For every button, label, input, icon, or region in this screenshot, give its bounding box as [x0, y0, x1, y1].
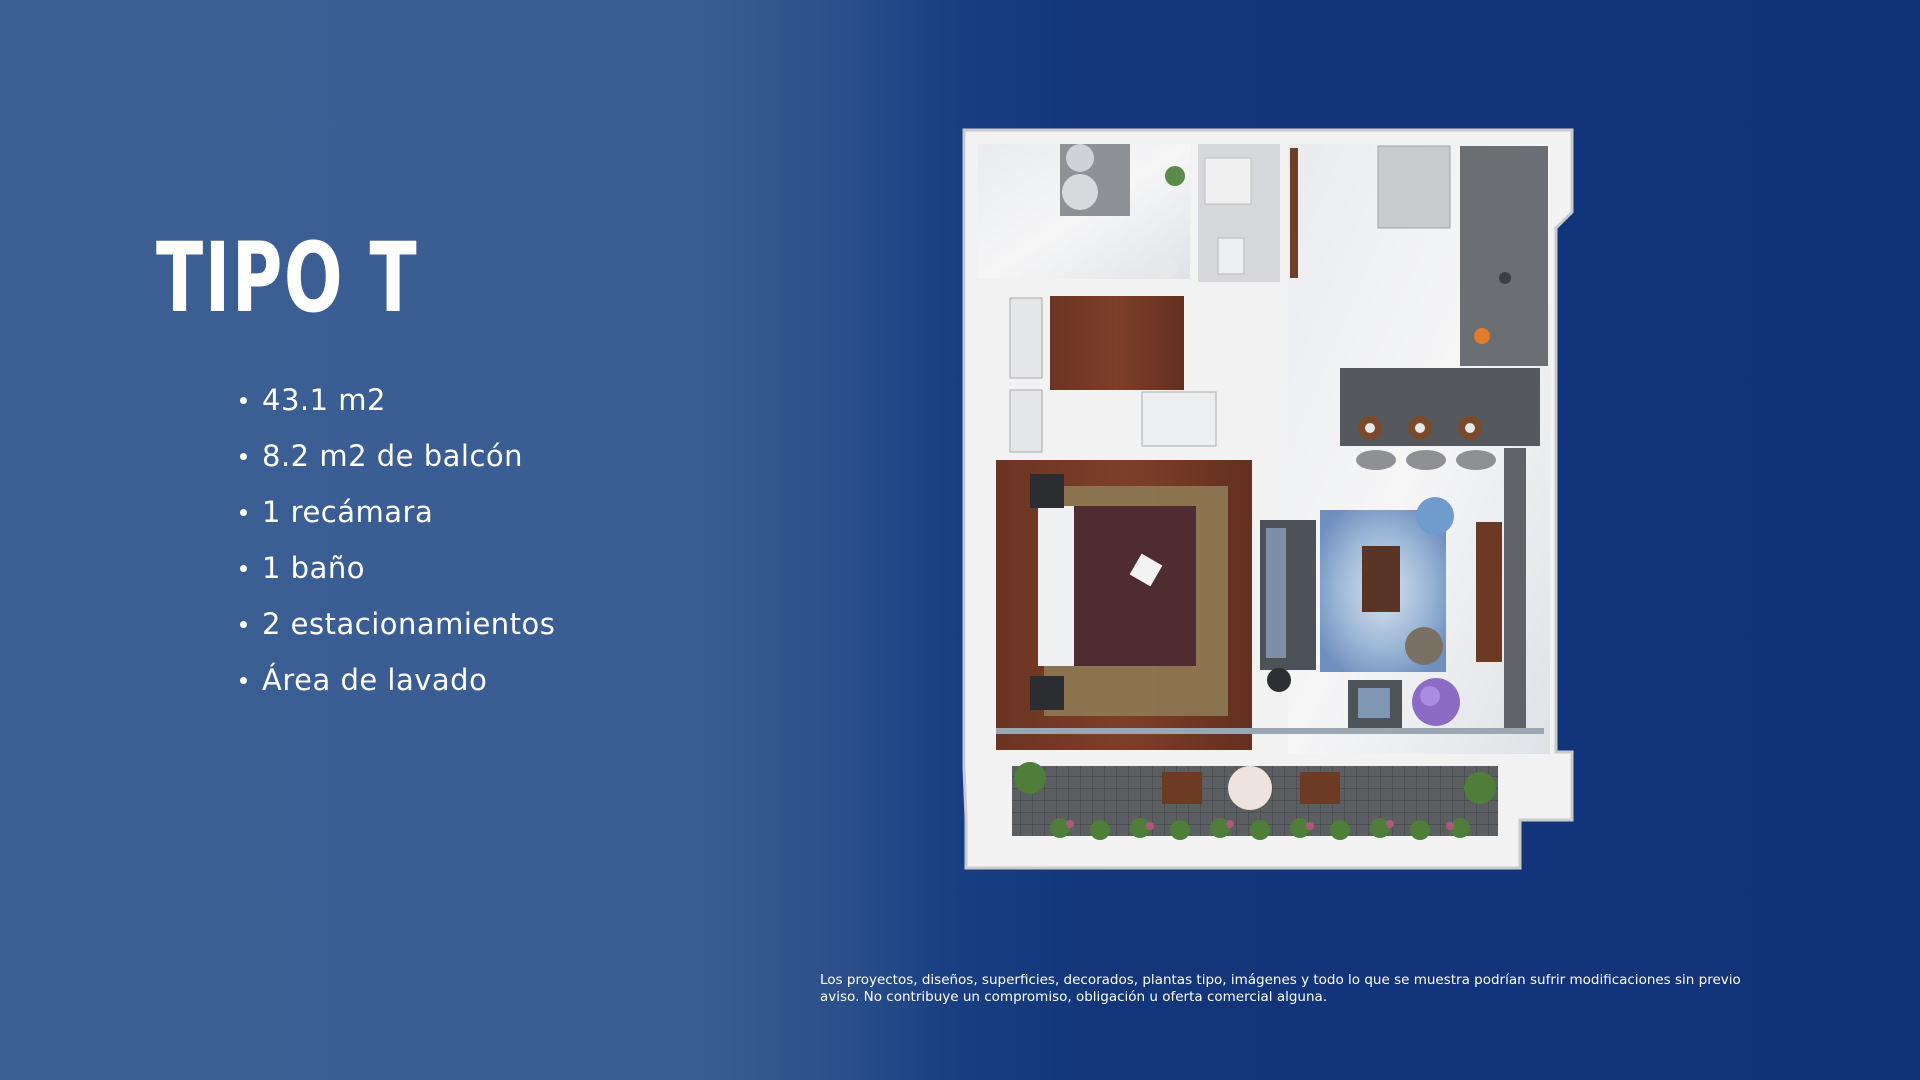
- feature-bathrooms: 1 baño: [236, 540, 555, 596]
- feature-bedrooms: 1 recámara: [236, 484, 555, 540]
- feature-parking: 2 estacionamientos: [236, 596, 555, 652]
- floor-plan-image: [962, 128, 1574, 870]
- feature-laundry: Área de lavado: [236, 652, 555, 708]
- feature-area: 43.1 m2: [236, 372, 555, 428]
- feature-balcony: 8.2 m2 de balcón: [236, 428, 555, 484]
- unit-type-title: TIPO T: [156, 222, 419, 334]
- legal-disclaimer: Los proyectos, diseños, superficies, dec…: [820, 972, 1741, 1005]
- features-list: 43.1 m2 8.2 m2 de balcón 1 recámara 1 ba…: [236, 372, 555, 708]
